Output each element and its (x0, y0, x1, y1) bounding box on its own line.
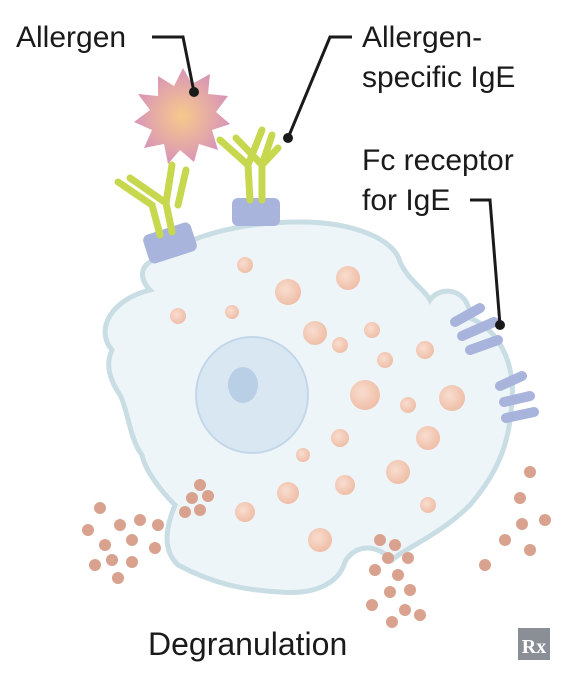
released-granule (186, 492, 198, 504)
fc-receptor-right-upper (450, 303, 503, 355)
granule (235, 502, 255, 522)
granule (364, 322, 380, 338)
released-granule (152, 519, 164, 531)
released-granule (402, 552, 414, 564)
released-granule (392, 569, 404, 581)
released-granule (389, 539, 401, 551)
label-ige-line2: specific IgE (362, 61, 515, 94)
released-granule (374, 534, 386, 546)
label-ige-line1: Allergen- (362, 21, 482, 54)
granule (439, 385, 465, 411)
rx-logo: Rx (518, 628, 550, 660)
released-granule (112, 572, 124, 584)
ige-antibody-middle (216, 126, 282, 204)
released-granule (384, 586, 396, 598)
released-granule (149, 542, 161, 554)
rx-logo-box (518, 628, 550, 660)
granule (416, 426, 440, 450)
released-granule (516, 518, 528, 530)
released-granule (524, 544, 536, 556)
leader-dot-allergen (189, 87, 199, 97)
rx-logo-text: Rx (522, 636, 546, 658)
nucleolus (228, 367, 258, 403)
released-granule (414, 609, 426, 621)
granule (296, 448, 310, 462)
granule (377, 352, 393, 368)
released-granules (82, 466, 551, 628)
released-granule (179, 506, 191, 518)
released-granule (194, 479, 206, 491)
granule (237, 257, 253, 273)
released-granule (386, 616, 398, 628)
granule (332, 337, 348, 353)
released-granule (94, 502, 106, 514)
released-granule (369, 564, 381, 576)
fc-receptor-middle (232, 198, 280, 226)
granule (308, 528, 332, 552)
leader-dot-ige (283, 133, 293, 143)
label-allergen: Allergen (16, 21, 126, 54)
released-granule (399, 604, 411, 616)
granule (350, 380, 380, 410)
granules (170, 257, 465, 552)
granule (335, 475, 355, 495)
granule (420, 497, 436, 513)
granule (275, 279, 301, 305)
released-granule (134, 514, 146, 526)
granule (225, 305, 239, 319)
leader-lines (152, 35, 502, 326)
leader-dot-fc (495, 320, 505, 330)
granule (416, 341, 434, 359)
leader-line-ige (286, 35, 352, 139)
released-granule (539, 514, 551, 526)
released-granule (126, 534, 138, 546)
released-granule (479, 559, 491, 571)
allergen-particle (134, 68, 230, 164)
released-granule (194, 504, 206, 516)
granule (170, 308, 186, 324)
label-fc-line1: Fc receptor (362, 144, 514, 177)
released-granule (382, 552, 394, 564)
released-granule (82, 524, 94, 536)
released-granule (202, 490, 214, 502)
ige-antibody-left (114, 161, 190, 239)
fc-receptor-right-lower (495, 371, 539, 423)
granule (303, 321, 327, 345)
released-granule (499, 534, 511, 546)
released-granule (524, 466, 536, 478)
released-granule (366, 599, 378, 611)
leader-line-allergen (152, 35, 196, 93)
granule (331, 429, 349, 447)
released-granule (106, 554, 118, 566)
released-granule (126, 556, 138, 568)
granule (386, 460, 410, 484)
released-granule (514, 492, 526, 504)
released-granule (99, 539, 111, 551)
leader-line-fc (470, 198, 502, 326)
granule (400, 397, 416, 413)
granule (336, 266, 360, 290)
label-fc-line2: for IgE (362, 184, 450, 217)
released-granule (89, 559, 101, 571)
released-granule (114, 519, 126, 531)
granule (277, 482, 299, 504)
released-granule (404, 584, 416, 596)
label-degranulation: Degranulation (148, 626, 347, 662)
